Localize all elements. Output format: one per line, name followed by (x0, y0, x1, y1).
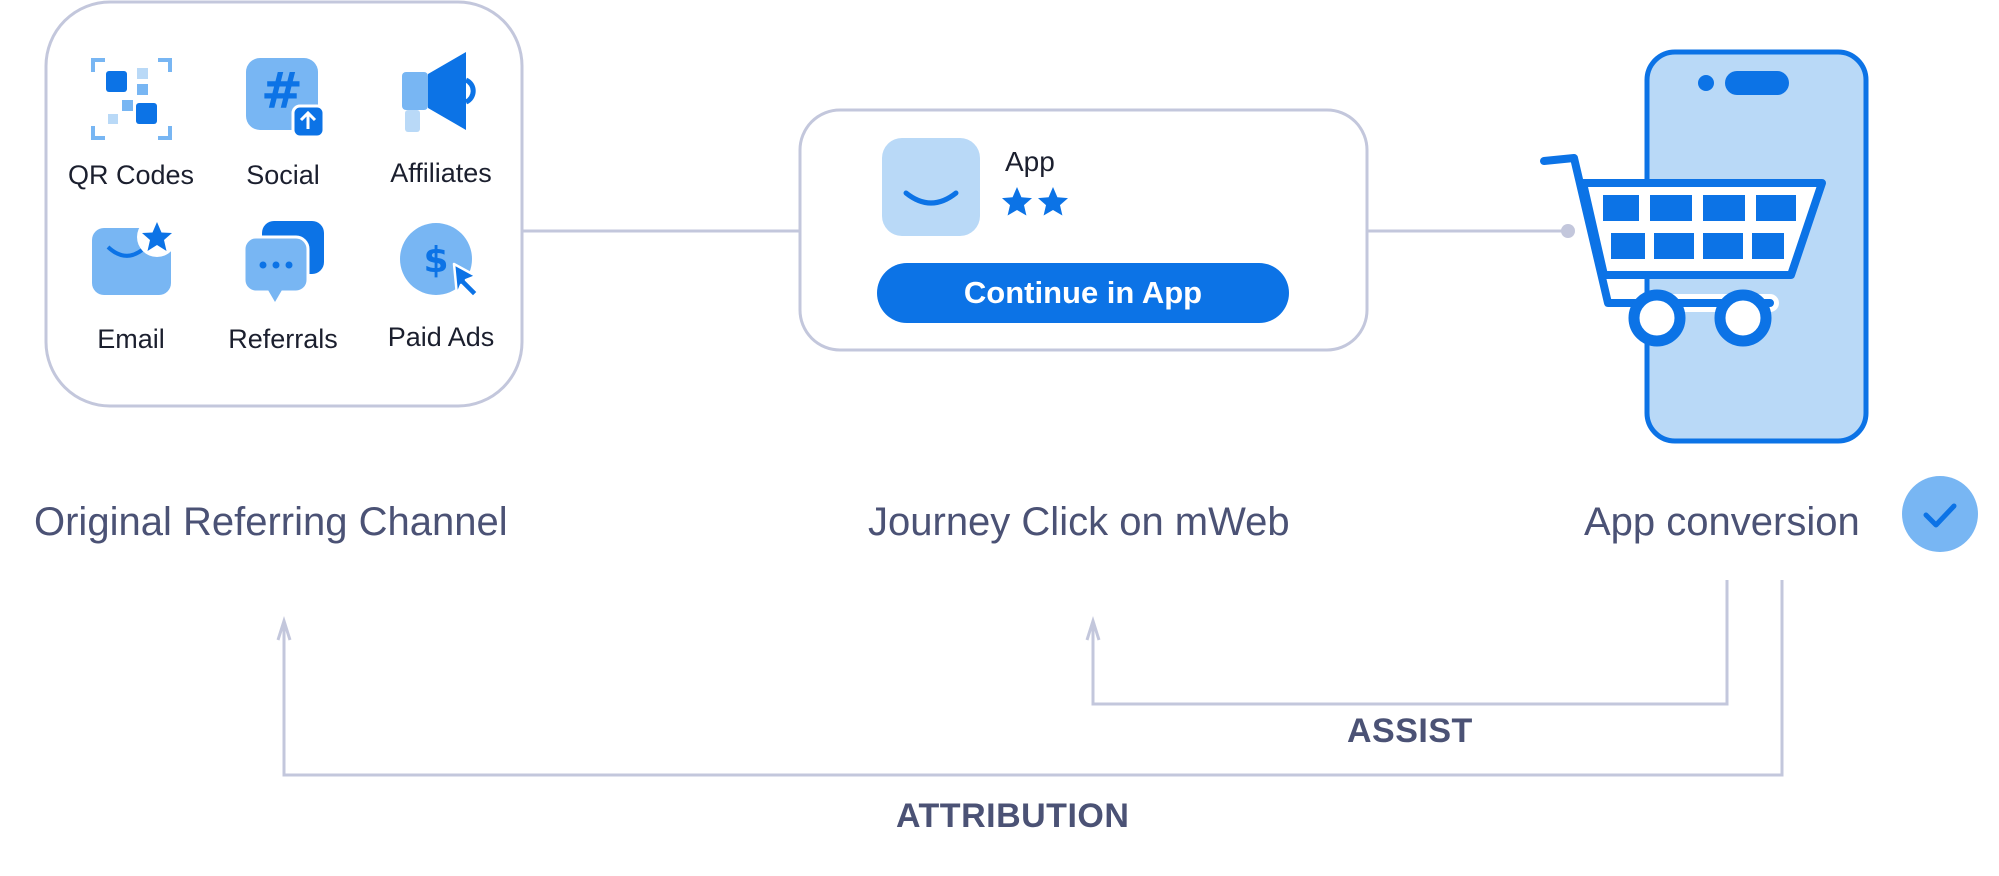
shopping-cart-icon (1535, 149, 1826, 347)
channel-label-referrals: Referrals (228, 324, 338, 354)
megaphone-icon (402, 52, 476, 132)
continue-in-app-button[interactable]: Continue in App (877, 263, 1289, 323)
connector-endpoint (1561, 224, 1575, 238)
checkmark-icon (1902, 476, 1978, 552)
attribution-flow-line (282, 580, 1784, 777)
paid-ad-icon: $ (400, 223, 480, 299)
channel-label-qr-codes: QR Codes (67, 160, 195, 190)
assist-flow-line (1091, 580, 1729, 706)
stage-title-channel: Original Referring Channel (34, 500, 508, 544)
stage-title-journey: Journey Click on mWeb (868, 500, 1290, 544)
channel-label-paid-ads: Paid Ads (387, 322, 495, 352)
email-icon (92, 217, 177, 295)
channel-label-social: Social (246, 160, 320, 190)
channel-label-affiliates: Affiliates (390, 158, 492, 188)
stage-title-conversion: App conversion (1584, 500, 1860, 544)
qr-code-icon (91, 58, 172, 140)
channel-label-email: Email (97, 324, 165, 354)
attribution-arrowhead-icon (276, 616, 292, 641)
assist-label: ASSIST (1347, 712, 1473, 750)
rating-star-icon (1002, 187, 1032, 216)
rating-star-icon (1038, 187, 1068, 216)
svg-text:$: $ (423, 240, 448, 281)
hashtag-icon: # (246, 58, 326, 139)
attribution-label: ATTRIBUTION (896, 797, 1130, 835)
app-name: App (1005, 146, 1055, 177)
app-icon (882, 138, 980, 236)
assist-arrowhead-icon (1085, 616, 1101, 641)
chat-bubbles-icon (242, 221, 324, 302)
